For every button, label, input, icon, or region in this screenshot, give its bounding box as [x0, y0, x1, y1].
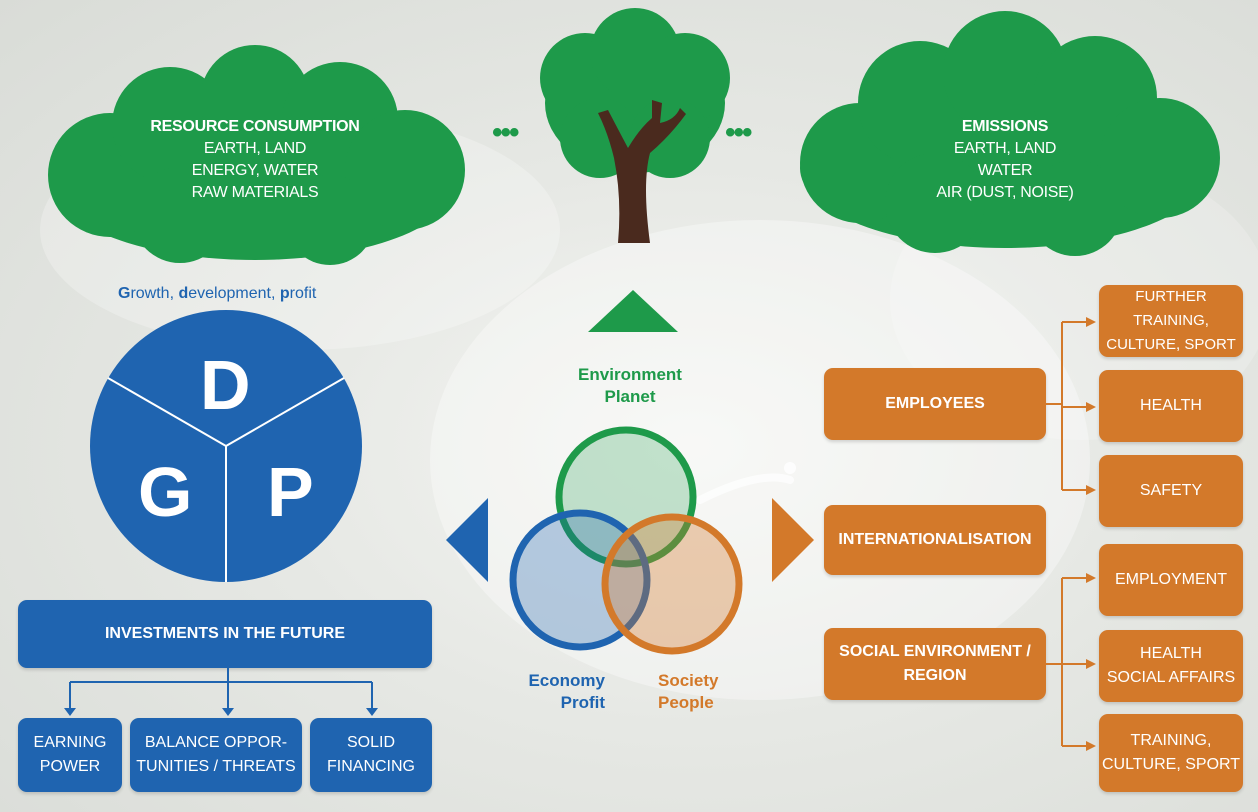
investment-item-earning: EARNING POWER — [18, 718, 122, 792]
economy-label: Economy Profit — [505, 670, 605, 714]
caption-word: rowth, — [130, 285, 179, 302]
employee-item-health: HEALTH — [1099, 370, 1243, 442]
caption-word: d — [178, 285, 189, 302]
gdp-caption: Growth, development, profit — [118, 285, 316, 303]
investment-item-balance: BALANCE OPPOR- TUNITIES / THREATS — [130, 718, 302, 792]
investments-box: INVESTMENTS IN THE FUTURE — [18, 600, 432, 668]
caption-word: rofit — [289, 285, 317, 302]
resource-cloud-title: RESOURCE CONSUMPTION — [150, 118, 360, 135]
social-item-line: EMPLOYMENT — [1114, 571, 1227, 588]
economy-arrow-left-icon — [446, 498, 488, 582]
investment-line: EARNING — [33, 734, 107, 751]
tree-icon — [540, 8, 730, 243]
investment-line: TUNITIES / THREATS — [136, 758, 296, 775]
investment-line: BALANCE OPPOR- — [144, 734, 288, 751]
internationalisation-label: INTERNATIONALISATION — [838, 531, 1032, 548]
social-item-line: CULTURE, SPORT — [1101, 756, 1241, 773]
investments-connectors — [64, 668, 378, 716]
society-arrow-right-icon — [772, 498, 814, 582]
gdp-letter-p: P — [267, 453, 314, 531]
economy-line1: Economy — [528, 671, 605, 690]
social-item-training: TRAINING, CULTURE, SPORT — [1099, 714, 1243, 792]
resource-cloud-shape — [48, 45, 465, 265]
left-dots: ••• — [492, 116, 519, 149]
emissions-line: WATER — [977, 162, 1033, 179]
social-item-line: HEALTH — [1140, 645, 1202, 662]
society-line2: People — [658, 693, 714, 712]
employee-item-training: FURTHER TRAINING, CULTURE, SPORT — [1099, 285, 1243, 357]
environment-line2: Planet — [604, 387, 656, 406]
emissions-cloud-title: EMISSIONS — [961, 118, 1049, 135]
emissions-line: EARTH, LAND — [953, 140, 1057, 157]
society-line1: Society — [658, 671, 719, 690]
investment-line: POWER — [39, 758, 101, 775]
employees-box: EMPLOYEES — [824, 368, 1046, 440]
employees-label: EMPLOYEES — [885, 395, 985, 412]
employee-item-safety: SAFETY — [1099, 455, 1243, 527]
environment-arrow-up-icon — [588, 290, 678, 332]
society-circle — [601, 513, 743, 655]
social-environment-box: SOCIAL ENVIRONMENT / REGION — [824, 628, 1046, 700]
investment-line: SOLID — [346, 734, 395, 751]
social-item-employment: EMPLOYMENT — [1099, 544, 1243, 616]
emissions-cloud-shape — [800, 11, 1220, 256]
employee-item-line: FURTHER TRAINING, — [1133, 288, 1209, 329]
social-line1: SOCIAL ENVIRONMENT / — [839, 643, 1031, 660]
gdp-letter-g: G — [138, 453, 193, 531]
gdp-pie — [90, 310, 362, 582]
resource-cloud: RESOURCE CONSUMPTION EARTH, LAND ENERGY,… — [105, 100, 405, 220]
society-connectors — [1046, 317, 1096, 751]
gdp-letter-d: D — [200, 346, 251, 424]
caption-word: p — [279, 285, 290, 302]
economy-line2: Profit — [560, 693, 605, 712]
caption-word: G — [118, 285, 131, 302]
environment-label: Environment Planet — [550, 364, 710, 408]
emissions-line: AIR (DUST, NOISE) — [936, 184, 1074, 201]
venn-diagram — [509, 426, 743, 655]
investment-line: FINANCING — [327, 758, 415, 775]
caption-word: evelopment, — [188, 285, 280, 302]
social-line2: REGION — [903, 667, 967, 684]
right-dots: ••• — [725, 116, 752, 149]
society-label: Society People — [658, 670, 758, 714]
resource-line: RAW MATERIALS — [191, 184, 319, 201]
resource-line: ENERGY, WATER — [191, 162, 319, 179]
social-item-line: TRAINING, — [1130, 732, 1212, 749]
social-item-health: HEALTH SOCIAL AFFAIRS — [1099, 630, 1243, 702]
investments-title: INVESTMENTS IN THE FUTURE — [104, 625, 345, 642]
environment-line1: Environment — [578, 365, 682, 384]
employee-item-line: HEALTH — [1140, 397, 1202, 414]
investment-item-financing: SOLID FINANCING — [310, 718, 432, 792]
environment-circle — [555, 426, 697, 568]
emissions-cloud: EMISSIONS EARTH, LAND WATER AIR (DUST, N… — [855, 100, 1155, 220]
employee-item-line: SAFETY — [1139, 482, 1203, 499]
social-item-line: SOCIAL AFFAIRS — [1106, 669, 1236, 686]
employee-item-line: CULTURE, SPORT — [1106, 336, 1236, 353]
internationalisation-box: INTERNATIONALISATION — [824, 505, 1046, 575]
resource-line: EARTH, LAND — [203, 140, 307, 157]
